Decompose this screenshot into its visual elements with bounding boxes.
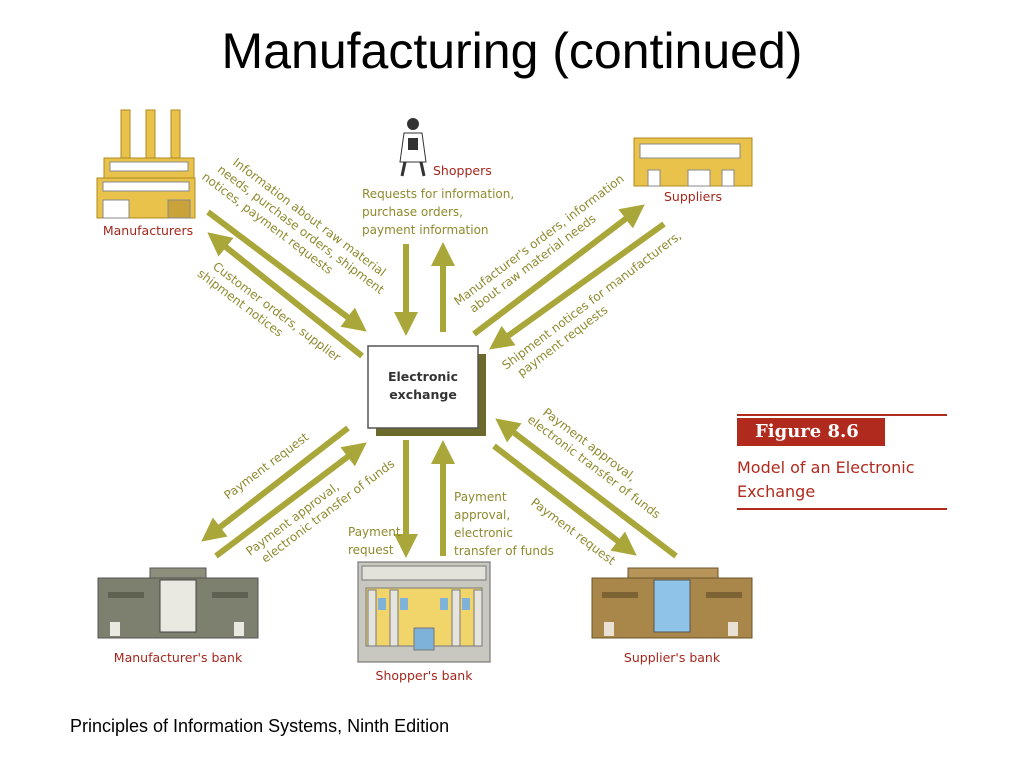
exchange-label-line1: Electronic xyxy=(388,369,458,384)
figure-top-rule xyxy=(737,414,947,416)
flow-text: Customer orders, supplier xyxy=(210,259,343,364)
electronic-exchange-node: Electronic exchange xyxy=(367,345,486,436)
arrow-from-suppliers-bank xyxy=(495,418,678,559)
shoppers-label: Shoppers xyxy=(433,163,492,178)
exchange-label-line2: exchange xyxy=(389,387,457,402)
suppliers-bank-label: Supplier's bank xyxy=(624,650,721,665)
shoppers-bank-icon xyxy=(357,561,491,663)
manufacturers-bank-icon xyxy=(97,567,259,639)
arrow-to-exchange-from-manufacturers xyxy=(206,209,367,332)
mfr-outbound-flow-label: Customer orders, supplier shipment notic… xyxy=(195,259,344,364)
sbank-approval-line3: electronic xyxy=(454,526,513,540)
arrow-to-manufacturers xyxy=(207,232,364,359)
arrow-to-suppliers-bank xyxy=(492,443,637,556)
arrow-from-suppliers xyxy=(489,221,666,350)
shopper-flow-line1: Requests for information, xyxy=(362,187,514,201)
figure-caption: Model of an Electronic Exchange xyxy=(737,456,957,504)
arrow-from-manufacturers-bank xyxy=(214,442,367,559)
shopper-person-icon xyxy=(399,118,427,177)
shoppers-bank-label: Shopper's bank xyxy=(376,668,474,683)
factory-icon xyxy=(96,109,196,219)
sbank-approval-line2: approval, xyxy=(454,508,510,522)
figure-bottom-rule xyxy=(737,508,947,510)
sbank-approval-line4: transfer of funds xyxy=(454,544,554,558)
slide-footer: Principles of Information Systems, Ninth… xyxy=(70,716,450,736)
figure-caption-line2: Exchange xyxy=(737,482,816,501)
sbank-approval-line1: Payment xyxy=(454,490,507,504)
arrow-to-suppliers xyxy=(472,204,645,337)
manufacturers-bank-label: Manufacturer's bank xyxy=(114,650,243,665)
manufacturers-label: Manufacturers xyxy=(103,223,193,238)
sbank-request-line2: request xyxy=(348,543,394,557)
slide-title: Manufacturing (continued) xyxy=(221,23,803,79)
warehouse-icon xyxy=(633,137,753,187)
arrow-to-manufacturers-bank xyxy=(201,425,350,542)
figure-number-badge: Figure 8.6 xyxy=(737,418,885,446)
suppliers-label: Suppliers xyxy=(664,189,722,204)
suppliers-bank-icon xyxy=(591,567,753,639)
shopper-flow-line3: payment information xyxy=(362,223,489,237)
figure-caption-line1: Model of an Electronic xyxy=(737,458,915,477)
sbank-request-line1: Payment xyxy=(348,525,401,539)
shopper-flow-line2: purchase orders, xyxy=(362,205,463,219)
